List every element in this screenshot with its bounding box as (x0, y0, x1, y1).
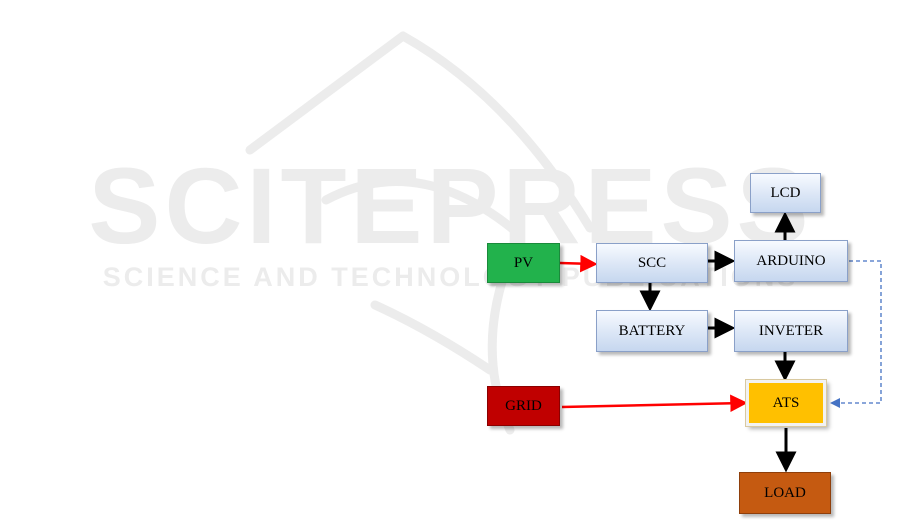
block-grid-label: GRID (505, 398, 542, 415)
block-arduino-label: ARDUINO (756, 253, 825, 270)
block-inverter: INVETER (734, 310, 848, 352)
block-lcd-label: LCD (771, 185, 801, 202)
arrow-grid-to-ats (562, 403, 744, 407)
block-grid: GRID (487, 386, 560, 426)
block-ats: ATS (746, 380, 826, 426)
block-load-label: LOAD (764, 485, 806, 502)
block-battery-label: BATTERY (619, 323, 686, 340)
block-inverter-label: INVETER (759, 323, 823, 340)
block-arduino: ARDUINO (734, 240, 848, 282)
block-load: LOAD (739, 472, 831, 514)
block-lcd: LCD (750, 173, 821, 213)
arrow-pv-to-scc (560, 263, 594, 264)
block-ats-label: ATS (773, 395, 800, 412)
block-pv: PV (487, 243, 560, 283)
block-scc-label: SCC (638, 255, 666, 272)
block-battery: BATTERY (596, 310, 708, 352)
block-pv-label: PV (514, 255, 533, 272)
block-scc: SCC (596, 243, 708, 283)
